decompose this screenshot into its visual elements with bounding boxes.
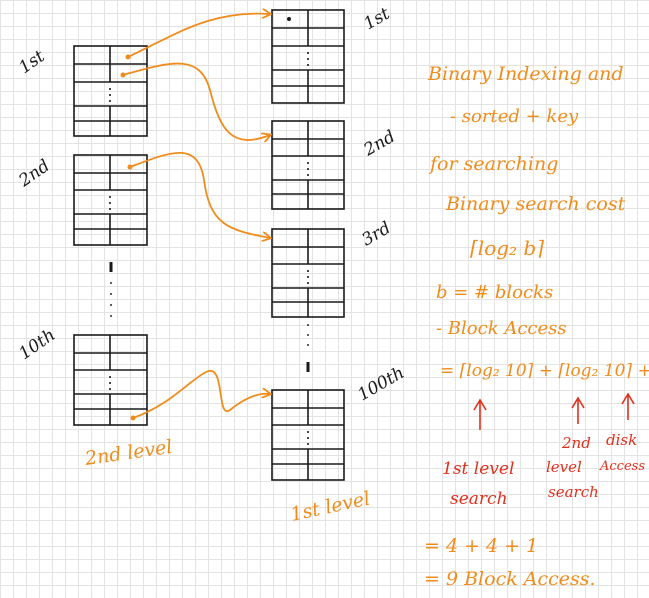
pointer-arrows [120,14,271,421]
left-caption: 2nd level [83,436,174,470]
second-level-block-1 [73,45,148,137]
red-up-arrows [473,392,635,430]
red-note-search-2: search [548,483,599,501]
first-level-block-100 [271,389,345,481]
red-note-1st-level: 1st level [442,459,514,479]
left-label-10th: 10th [15,325,59,364]
second-level-block-2 [73,154,148,246]
note-line-1: Binary Indexing and [427,63,624,85]
first-level-block-2 [271,120,345,210]
note-line-6: b = # blocks [436,282,553,303]
red-note-disk: disk [606,431,637,449]
first-level-block-3 [271,228,345,318]
red-note-2nd: 2nd [561,434,591,452]
arrow-2nd-to-3rd [129,152,270,238]
note-line-2: - sorted + key [450,106,579,127]
left-label-1st: 1st [15,46,48,78]
red-note-access: Access [599,459,645,474]
note-line-8: = ⌈log₂ 10⌉ + ⌈log₂ 10⌉ + 1 [440,361,649,381]
right-label-2nd: 2nd [360,127,399,161]
red-note-level: level [546,458,582,476]
note-line-4: Binary search cost [445,193,626,215]
arrow-1st-to-2nd [122,62,270,140]
arrow-10th-to-100th [132,370,270,419]
arrow-1st-to-1st [127,14,270,58]
result-line-2: = 9 Block Access. [424,568,596,590]
right-label-1st: 1st [361,4,394,35]
second-level-block-10 [73,334,148,426]
red-note-search-1: search [450,489,508,509]
result-line-1: = 4 + 4 + 1 [424,535,538,557]
right-label-3rd: 3rd [359,218,395,250]
left-label-2nd: 2nd [15,156,54,192]
right-caption: 1st level [288,488,372,526]
note-line-5: ⌈log₂ b⌉ [470,236,544,260]
right-label-100th: 100th [355,363,409,405]
note-line-7: - Block Access [436,318,567,339]
note-line-3: for searching [428,153,558,175]
first-level-block-1 [271,9,345,104]
